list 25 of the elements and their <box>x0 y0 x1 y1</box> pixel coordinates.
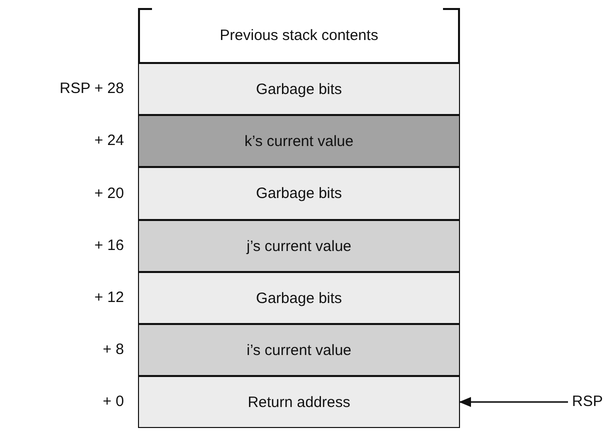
stack-slot <box>138 8 460 63</box>
offset-label: + 12 <box>94 289 124 306</box>
offset-label: + 20 <box>94 184 124 202</box>
register-label: RSP <box>572 393 603 410</box>
stack-slot <box>138 63 460 115</box>
offset-label: RSP + 28 <box>60 80 124 97</box>
slot-text: Previous stack contents <box>220 27 378 44</box>
pointer-arrow <box>459 397 568 407</box>
offset-label: + 8 <box>102 341 124 358</box>
slot-text: k’s current value <box>244 132 354 150</box>
offset-label: + 24 <box>94 132 124 149</box>
offset-label: + 16 <box>94 237 124 254</box>
slot-text: Garbage bits <box>256 290 342 306</box>
slot-text: Return address <box>248 394 350 410</box>
stack-slot <box>138 220 460 272</box>
slot-text: i’s current value <box>246 342 352 358</box>
slot-text: Garbage bits <box>256 80 342 98</box>
stack-slot <box>138 324 460 376</box>
stack-slot <box>138 167 460 220</box>
offset-label: + 0 <box>102 393 124 410</box>
slot-text: j’s current value <box>246 238 352 254</box>
slot-text: Garbage bits <box>256 185 342 202</box>
stack-slot <box>138 376 460 428</box>
stack-slot <box>138 272 460 324</box>
stack-slot <box>138 115 460 167</box>
